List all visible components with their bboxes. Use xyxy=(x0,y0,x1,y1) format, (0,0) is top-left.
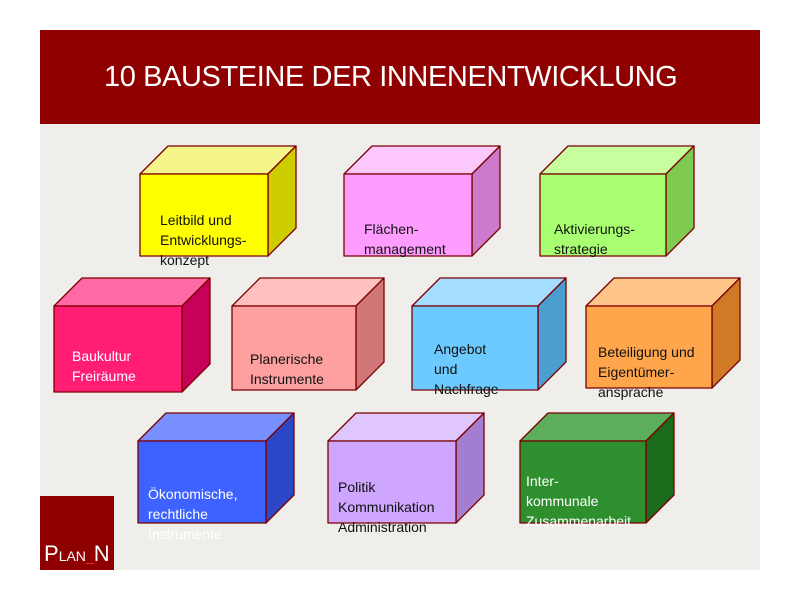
page-title: 10 BAUSTEINE DER INNENENTWICKLUNG xyxy=(104,61,678,93)
cube-front-face xyxy=(137,440,267,524)
cube-front-face xyxy=(411,305,539,391)
cube-icon xyxy=(327,412,485,524)
logo-letter-n: N xyxy=(93,541,110,566)
building-block-label-line: konzept xyxy=(160,252,210,268)
building-block-label-line: Instrumente xyxy=(148,526,222,542)
building-block-label-line: Planerische xyxy=(250,351,324,367)
cube-icon xyxy=(137,412,295,524)
cube-icon xyxy=(411,277,567,391)
cube-front-face xyxy=(539,173,667,257)
building-block-label-line: Freiräume xyxy=(72,368,136,384)
building-block-label-line: Entwicklungs- xyxy=(160,232,247,248)
logo-text: PLAN_N xyxy=(44,541,110,567)
cube-front-face xyxy=(53,305,183,393)
building-block-label-line: Zusammenarbeit xyxy=(526,513,632,529)
plan-n-logo: PLAN_N xyxy=(40,496,114,570)
building-block-label-line: Instrumente xyxy=(250,371,324,387)
cube-icon xyxy=(53,277,211,393)
cube-front-face xyxy=(231,305,357,391)
cube-icon xyxy=(343,145,501,257)
building-block-label: Aktivierungs-strategie xyxy=(554,219,635,259)
building-block-label-line: ansprache xyxy=(598,384,664,400)
building-block-label-line: management xyxy=(364,241,446,257)
building-block-label-line: und xyxy=(434,361,458,377)
building-block-label-line: Nachfrage xyxy=(434,381,499,397)
cube-front-face xyxy=(519,440,647,524)
building-block-label: Flächen-management xyxy=(364,219,446,259)
cube-icon xyxy=(585,277,741,389)
building-block-label-line: rechtliche xyxy=(148,506,208,522)
building-block-label-line: Leitbild und xyxy=(160,212,232,228)
cube-front-face xyxy=(139,173,269,257)
building-block-label-line: Administration xyxy=(338,519,427,535)
logo-separator: _ xyxy=(85,548,94,564)
building-block-label-line: Eigentümer- xyxy=(598,364,675,380)
logo-letters-lan: LAN xyxy=(58,548,86,564)
building-block-label-line: kommunale xyxy=(526,493,599,509)
cube-front-face xyxy=(327,440,457,524)
building-block-label-line: Angebot xyxy=(434,341,487,357)
cube-icon xyxy=(139,145,297,257)
cube-icon xyxy=(231,277,385,391)
slide: 10 BAUSTEINE DER INNENENTWICKLUNG Leitbi… xyxy=(40,30,760,570)
building-block-label-line: Aktivierungs- xyxy=(554,221,635,237)
logo-letter-p: P xyxy=(44,541,59,566)
building-block-label-line: Inter- xyxy=(526,473,559,489)
building-block-label-line: Beteiligung und xyxy=(598,344,695,360)
building-block-label-line: Ökonomische, xyxy=(148,486,238,502)
building-block-label-line: Politik xyxy=(338,479,376,495)
cube-icon xyxy=(519,412,675,524)
building-block-label-line: Kommunikation xyxy=(338,499,435,515)
building-block-label-line: strategie xyxy=(554,241,608,257)
building-block-label-line: Baukultur xyxy=(72,348,132,364)
cube-front-face xyxy=(585,305,713,389)
title-banner: 10 BAUSTEINE DER INNENENTWICKLUNG xyxy=(40,30,760,124)
building-block-label-line: Flächen- xyxy=(364,221,419,237)
cube-icon xyxy=(539,145,695,257)
cube-front-face xyxy=(343,173,473,257)
